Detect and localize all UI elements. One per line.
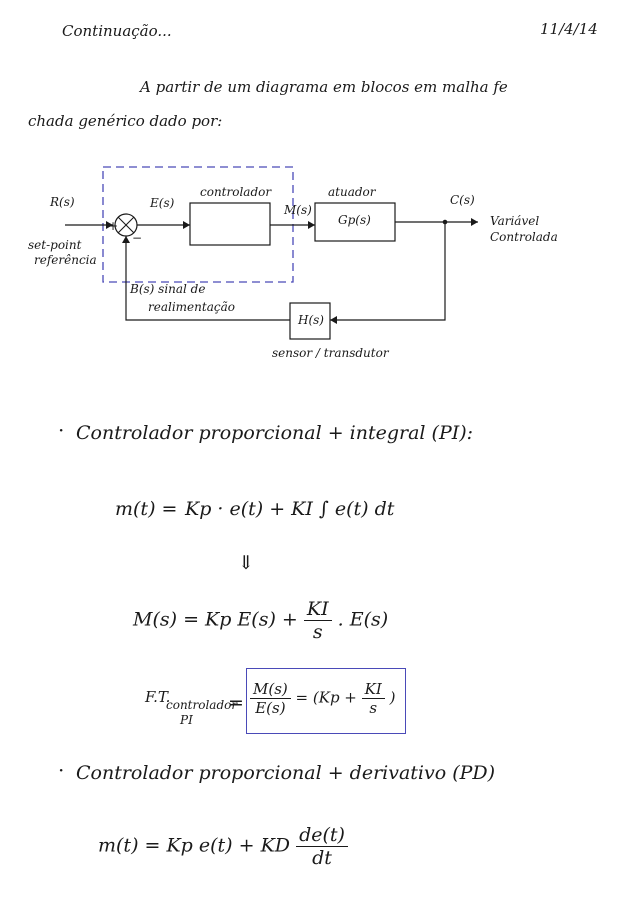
implies-arrow: ⇓ bbox=[238, 552, 254, 574]
ft-num: M(s) bbox=[250, 680, 291, 699]
ft-ki: KI bbox=[361, 680, 385, 699]
label-controlled-2: Controlada bbox=[490, 230, 558, 244]
feedback-arrowhead-junction bbox=[122, 236, 130, 243]
pi-title: Controlador proporcional + integral (PI)… bbox=[76, 422, 474, 444]
ft-fraction: M(s) E(s) bbox=[250, 680, 291, 717]
ft-sub-2: PI bbox=[180, 713, 193, 727]
pi-eq1-lhs: m(t) = bbox=[115, 498, 178, 520]
label-sensor-desc: sensor / transdutor bbox=[272, 346, 389, 360]
pd-den: dt bbox=[312, 847, 332, 869]
sensor-block bbox=[289, 302, 331, 340]
pi-eq2-tail: . E(s) bbox=[337, 608, 389, 631]
output-arrowhead bbox=[471, 218, 478, 226]
feedback-line-left bbox=[125, 236, 290, 321]
ft-mid: = (Kp + bbox=[295, 688, 357, 707]
input-arrowhead bbox=[106, 221, 113, 229]
bullet-pi: · bbox=[58, 418, 65, 442]
ft-ki-fraction: KI s bbox=[361, 680, 385, 717]
label-error: E(s) bbox=[150, 196, 175, 210]
ft-sub-1: controlador bbox=[166, 698, 238, 712]
intro-line-1: A partir de um diagrama em blocos em mal… bbox=[140, 78, 508, 96]
label-plus: + bbox=[108, 219, 119, 233]
label-actuator: atuador bbox=[328, 185, 376, 199]
label-input: R(s) bbox=[50, 195, 75, 209]
pd-eq-lhs: m(t) = Kp e(t) + KD bbox=[98, 834, 291, 857]
label-sensor: H(s) bbox=[298, 313, 324, 327]
label-setpoint-1: set-point bbox=[28, 238, 82, 252]
ft-label: F.T. bbox=[145, 688, 171, 706]
label-setpoint-2: referência bbox=[34, 253, 97, 267]
label-plant: Gp(s) bbox=[338, 213, 371, 227]
pi-eq2-lhs: M(s) = Kp E(s) + bbox=[133, 608, 298, 631]
pi-eq2-fraction: KI s bbox=[303, 598, 332, 643]
label-controlled-1: Variável bbox=[490, 214, 540, 228]
pd-num: de(t) bbox=[296, 824, 348, 847]
pd-title: Controlador proporcional + derivativo (P… bbox=[76, 762, 496, 784]
block-diagram bbox=[65, 166, 478, 340]
label-feedback-signal: B(s) sinal de bbox=[130, 282, 206, 296]
pi-eq2: M(s) = Kp E(s) + KI s . E(s) bbox=[133, 598, 388, 643]
ft-eq: = bbox=[228, 692, 244, 714]
pd-fraction: de(t) dt bbox=[296, 824, 348, 869]
bullet-pd: · bbox=[58, 758, 65, 782]
ft-expression: M(s) E(s) = (Kp + KI s ) bbox=[250, 680, 395, 717]
label-output: C(s) bbox=[450, 193, 475, 207]
label-controller: controlador bbox=[200, 185, 272, 199]
pd-eq: m(t) = Kp e(t) + KD de(t) dt bbox=[98, 824, 348, 869]
controller-block bbox=[189, 202, 271, 246]
page-date: 11/4/14 bbox=[540, 20, 598, 38]
ft-s: s bbox=[369, 699, 378, 717]
intro-line-2: chada genérico dado por: bbox=[28, 112, 223, 130]
label-minus: − bbox=[132, 231, 143, 245]
m-arrowhead bbox=[308, 221, 315, 229]
error-arrowhead bbox=[183, 221, 190, 229]
page-title: Continuação... bbox=[62, 22, 172, 40]
label-manipulated: M(s) bbox=[284, 203, 312, 217]
label-feedback-signal-2: realimentação bbox=[148, 300, 235, 314]
pi-eq2-den: s bbox=[312, 621, 323, 643]
ft-den: E(s) bbox=[255, 699, 286, 717]
summing-junction-cross-b bbox=[117, 216, 135, 234]
pi-eq1-rhs: Kp · e(t) + KI ∫ e(t) dt bbox=[185, 498, 395, 520]
ft-result-box bbox=[246, 668, 406, 734]
feedback-line-right bbox=[330, 222, 446, 321]
pi-eq2-num: KI bbox=[303, 598, 332, 621]
ft-close: ) bbox=[389, 688, 396, 707]
feedback-arrowhead-sensor bbox=[330, 316, 337, 324]
